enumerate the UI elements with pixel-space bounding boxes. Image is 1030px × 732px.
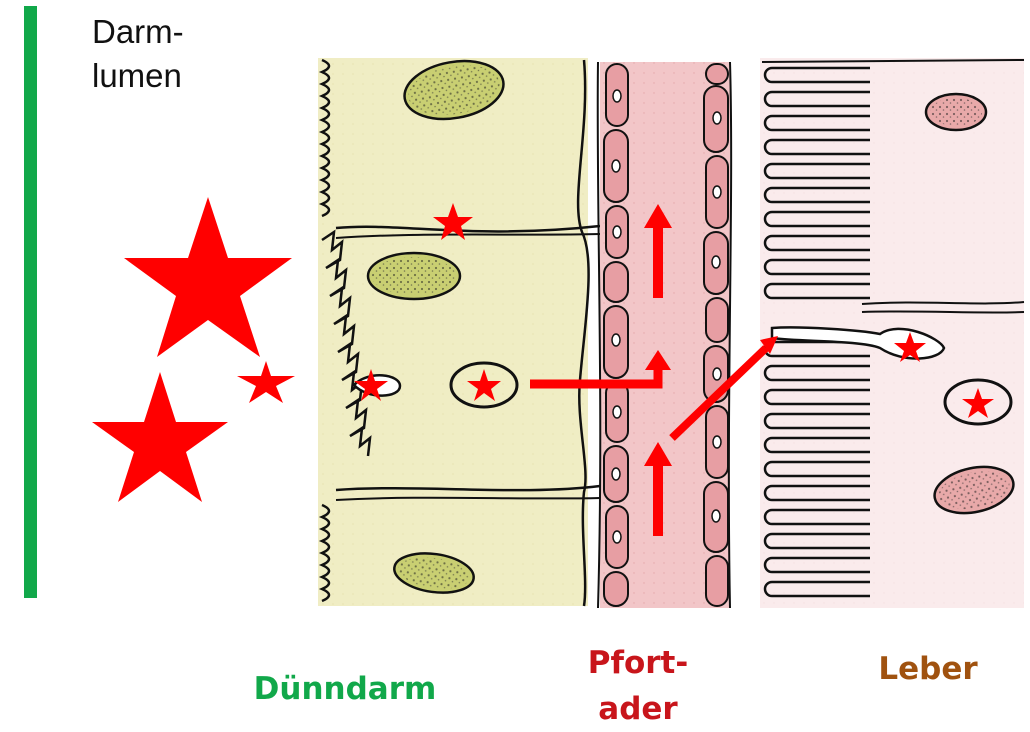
- endothelial-cells-right: [704, 64, 728, 606]
- portal-vein-tissue: [598, 62, 731, 608]
- portal-vein-label-line2: ader: [578, 686, 698, 732]
- small-intestine-label: Dünndarm: [240, 666, 450, 712]
- star-icon: [92, 372, 228, 502]
- portal-wall-left: [598, 62, 601, 608]
- liver-cell-border2: [862, 311, 1024, 312]
- liver-tissue: [760, 58, 1024, 608]
- portal-vein-label-line1: Pfort-: [578, 640, 698, 686]
- liver-label: Leber: [858, 646, 998, 692]
- small-intestine-tissue: [318, 54, 600, 606]
- star-icon: [124, 197, 292, 357]
- portal-vein-label: Pfort- ader: [578, 640, 698, 732]
- liver-cell-border: [862, 302, 1024, 304]
- star-icon: [237, 361, 295, 403]
